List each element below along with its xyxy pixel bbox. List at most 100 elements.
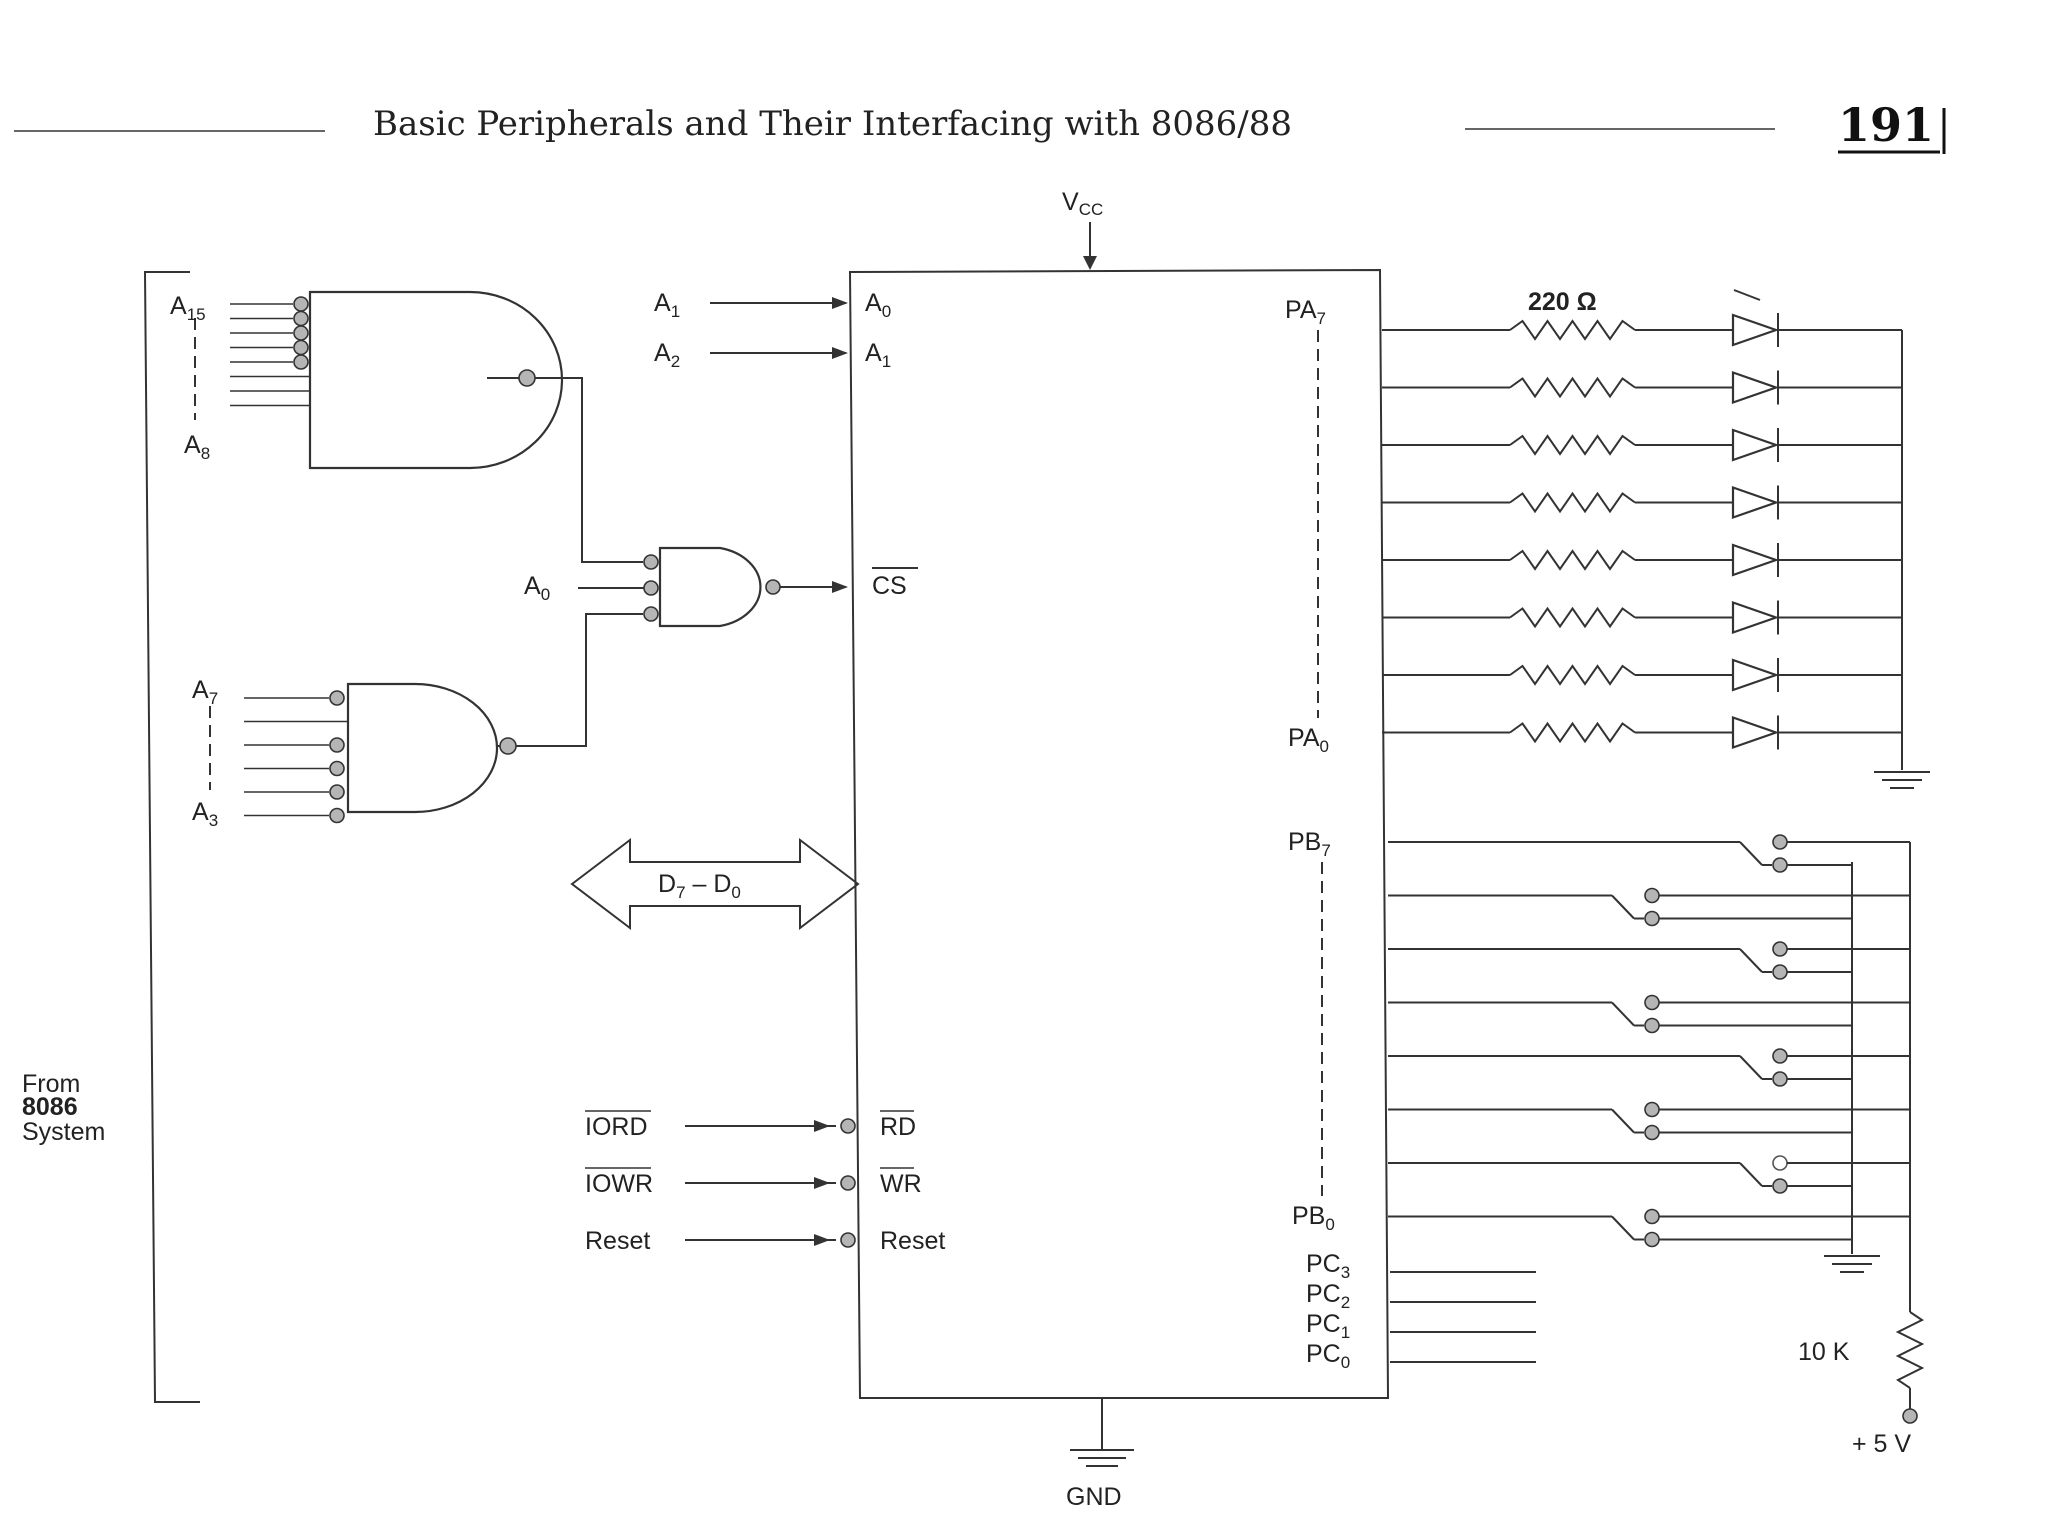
system-word-label: System [22,1118,105,1146]
pullup-value-label: 10 K [1798,1338,1850,1366]
page-header-title: Basic Peripherals and Their Interfacing … [373,104,1293,144]
switch-top-terminal [1772,834,1788,850]
switch-top-terminal [1644,994,1660,1011]
cs-arrowhead [832,581,848,593]
switch-top-terminal [1644,1208,1660,1225]
port-c-label: PC2 [1306,1280,1350,1312]
gate2-input-bubble [329,737,345,753]
gate1-input-bubble [293,296,309,312]
switch-top-terminal [1644,1101,1660,1118]
nand-gate-a15-a8 [308,290,564,470]
gate1-input-bubble [293,354,309,370]
address-pin-label: A1 [865,339,891,371]
plus5v-label: + 5 V [1852,1430,1911,1458]
gate1-input-bubble [293,310,309,327]
switch-top-terminal [1772,1048,1788,1064]
gate3-input-bubble-3 [643,606,659,622]
led-resistor [1509,434,1636,456]
nand-gate-chip-select [658,546,762,628]
gate2-to-gate3-wire [516,613,643,747]
led-resistor [1509,376,1636,399]
led-light-arrow [1733,289,1761,301]
switch-bottom-terminal [1772,857,1788,873]
led-diode [1731,543,1780,577]
led-diode [1731,370,1780,405]
gate2-input-bubble [329,760,345,777]
switch-lever [1739,948,1763,973]
gate3-input-bubble-1 [643,554,659,570]
gate3-output-bubble [765,579,781,595]
pa7-label: PA7 [1285,296,1326,328]
led-resistor [1509,721,1636,744]
led-diode [1731,485,1780,520]
gate2-input-bubble [329,807,345,824]
switch-top-terminal [1644,887,1660,904]
gate1-output-bubble [518,369,536,387]
port-c-label: PC1 [1306,1310,1350,1342]
led-resistor [1509,606,1636,629]
control-line-arrowhead [814,1120,830,1132]
control-pin-label: RD [880,1113,916,1141]
led-resistor [1509,664,1636,686]
pb7-label: PB7 [1288,828,1331,860]
address-input-label: A1 [654,289,680,321]
gate2-label-bottom: A3 [192,798,218,830]
control-input-label: IORD [585,1113,648,1141]
control-pin-label: WR [880,1170,922,1198]
switch-lever [1611,1001,1635,1027]
gate1-input-bubble [293,325,309,341]
switch-array [1388,834,1910,1248]
gate1-input-bubble [293,339,309,356]
control-pin-bubble [840,1232,856,1248]
gate2-label-top: A7 [192,676,218,708]
switch-lever [1739,841,1763,866]
cs-label: CS [872,572,907,600]
pa0-label: PA0 [1288,724,1329,756]
control-pin-bubble [840,1118,856,1134]
system-bracket [143,271,200,1403]
system-from-label: From [22,1070,80,1098]
address-line-arrowhead [832,297,848,309]
led-diode [1731,313,1780,347]
gate1-label-bottom: A8 [184,431,210,463]
switch-bottom-terminal [1644,1124,1660,1141]
gnd-label: GND [1066,1483,1122,1511]
gate2-output-bubble [499,737,517,755]
led-resistor [1509,549,1636,571]
led-diode [1731,715,1780,750]
vcc-label: VCC [1062,188,1103,219]
gate1-inputs [230,296,310,407]
gate2-inputs [244,690,348,824]
switch-bottom-terminal [1772,1071,1788,1087]
pullup-resistor [1895,1311,1925,1389]
led-array [1382,289,1902,750]
switch-lever [1739,1055,1763,1080]
gate2-input-bubble [329,690,345,706]
ppi-8255-chip [848,268,1390,1399]
switch-bottom-terminal [1644,910,1660,927]
port-c-label: PC0 [1306,1340,1350,1372]
switch-lever [1611,1108,1635,1134]
data-bus-label: D7 – D0 [658,870,741,902]
led-resistor-label: 220 Ω [1528,288,1597,316]
control-input-label: IOWR [585,1170,653,1198]
gate3-input-bubble-2 [643,580,659,596]
led-resistor [1509,491,1636,514]
address-input-label: A2 [654,339,680,371]
led-diode [1731,428,1780,462]
switch-bottom-terminal [1772,1178,1788,1194]
gate1-to-gate3-wire [535,377,643,563]
led-resistor [1509,319,1636,341]
led-diode [1731,600,1780,635]
vcc-arrowhead [1083,256,1097,270]
switch-bottom-terminal [1772,964,1788,980]
control-line-arrowhead [814,1234,830,1246]
control-line-arrowhead [814,1177,830,1189]
gate1-label-top: A15 [170,292,206,324]
address-pin-label: A0 [865,289,891,321]
